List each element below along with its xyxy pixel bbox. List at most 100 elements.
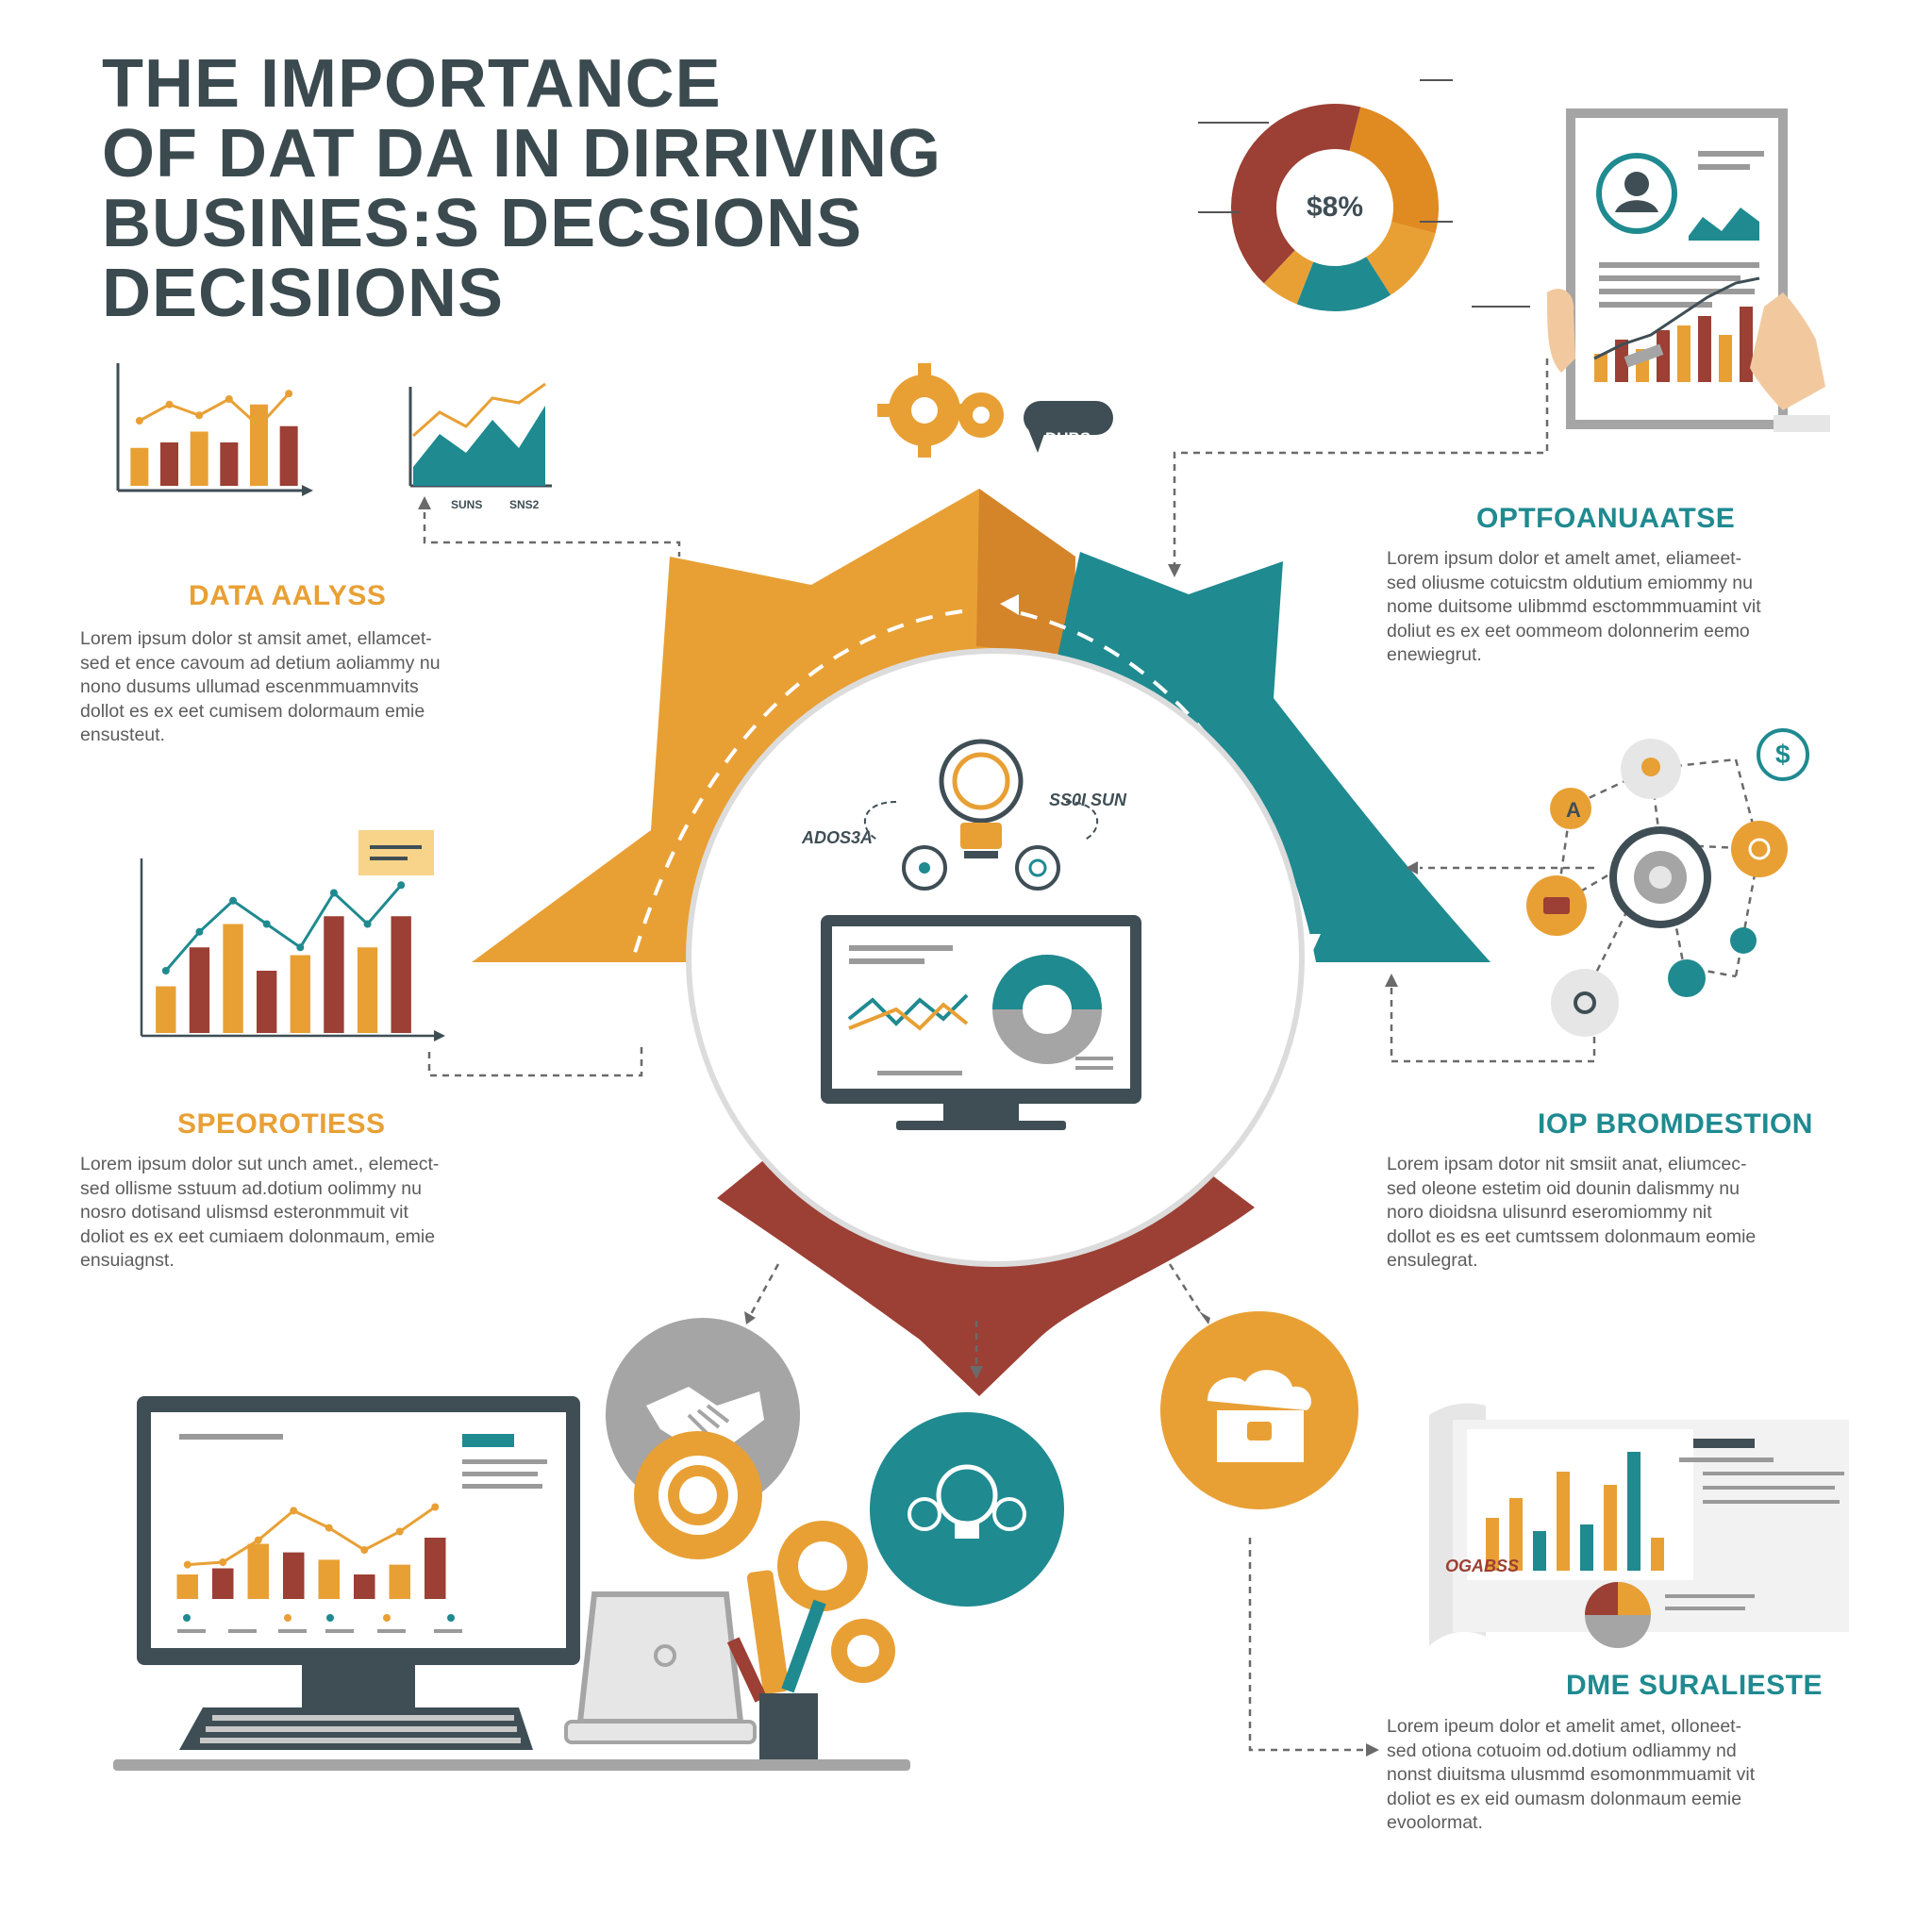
body-line: sed otiona cotuoim od.dotium odliammy nd [1387, 1740, 1737, 1761]
report2-bar [1651, 1538, 1664, 1571]
section-dme-title-wrap: DME SURALIESTE [1566, 1670, 1823, 1702]
chart-bar [247, 1543, 269, 1599]
chart-point [329, 889, 338, 897]
chart-bar [279, 425, 298, 486]
cycle-arrowhead-right [1302, 934, 1321, 955]
chart-point [135, 417, 143, 425]
body-line: doliot es ex eet cumiaem dolonmaum, emie [80, 1225, 436, 1247]
chart-point [290, 1507, 298, 1515]
section-data-analysis-body: Lorem ipsum dolor st amsit amet, ellamce… [80, 627, 542, 748]
network-node-a-label: A [1566, 798, 1581, 822]
chart-point [363, 920, 372, 928]
title-line-1: THE IMPORTANCE [102, 46, 722, 122]
body-line: sed ollisme sstuum ad.dotium oolimmy nu [80, 1177, 422, 1199]
cloud-storage-icon [1160, 1311, 1358, 1509]
body-line: nonst diuitsma ulusmmd esomonmmuamit vit [1387, 1764, 1756, 1785]
chart-line [139, 392, 291, 428]
cycle-dashed-path-left [630, 609, 963, 963]
chart-bar [220, 442, 239, 486]
chart-point [431, 1503, 440, 1511]
report2-bar [1486, 1518, 1499, 1571]
chart-bar [190, 431, 208, 486]
currency-icon: $ [1775, 740, 1790, 769]
chart-point [219, 1558, 227, 1566]
chart-bar [391, 916, 411, 1033]
desktop-computer-illustration [113, 1396, 910, 1771]
bulb-right-label: SS0I SUN [1049, 791, 1127, 809]
network-node-a [1550, 788, 1591, 829]
body-line: Lorem ipsum dolor st amsit amet, ellamce… [80, 628, 432, 649]
chart-bar [389, 1564, 410, 1599]
chart-bar [212, 1568, 234, 1599]
chart-line [412, 382, 546, 438]
chart-point [255, 422, 263, 430]
bulb-left-label: ADOS3A [802, 828, 874, 847]
report-bar [1677, 325, 1690, 382]
donut-slice [1296, 257, 1391, 311]
user-node-icon [902, 845, 947, 891]
body-line: nono dusums ullumad escenmmuamnvits [80, 676, 419, 697]
cycle-diagram [472, 489, 1491, 1396]
chart-point [195, 927, 204, 936]
body-line: dollot es es eet cumtssem dolonmaum eomi… [1387, 1225, 1757, 1247]
chart-bar-line-1 [116, 363, 313, 496]
body-line: sed et ence cavoum ad detium aoliammy nu [80, 652, 441, 674]
cycle-orange-segment [472, 489, 1075, 962]
body-line: enewiegrut. [1387, 644, 1482, 665]
report-bar [1615, 340, 1628, 382]
chart-point [397, 881, 406, 890]
section-optfoanuaatse-title-wrap: OPTFOANUAATSE [1476, 503, 1735, 535]
network-node-currency [1757, 728, 1809, 781]
section-iop-title-wrap: IOP BROMDESTION [1538, 1108, 1813, 1141]
report-bar [1740, 307, 1753, 382]
chart-point [262, 920, 271, 928]
section-optfoanuaatse-title: OPTFOANUAATSE [1476, 503, 1736, 534]
speech-bubble-label: DUBS [1045, 429, 1091, 447]
section-data-analysis-title-wrap: DATA AALYSS [189, 580, 386, 612]
chart2-tick-1: SUNS [451, 498, 483, 511]
report2-bar [1509, 1498, 1523, 1571]
donut-slice [1231, 103, 1361, 284]
target-node-icon [1015, 845, 1060, 891]
donut-slice [1263, 250, 1314, 305]
chart-bar [156, 986, 176, 1033]
report-label: OGABSS [1445, 1557, 1520, 1575]
body-line: dollot es ex eet cumisem dolormaum emie [80, 700, 425, 722]
chart-bar [357, 947, 378, 1033]
user-avatar-icon [1596, 153, 1677, 234]
section-optfoanuaatse-body: Lorem ipsum dolor et amelt amet, eliamee… [1387, 547, 1858, 668]
body-line: doliut es ex eet oommeom dolonnerim eemo [1387, 620, 1750, 641]
lightbulb-icon [939, 739, 1024, 858]
section-iop-body: Lorem ipsam dotor nit smsiit anat, elium… [1387, 1153, 1858, 1274]
chart-bar [354, 1574, 375, 1599]
title-line-2: OF DAT DA IN DIRRIVING [102, 116, 941, 192]
body-line: sed oliusme cotuicstm oldutium emiommy n… [1387, 572, 1753, 593]
chart-bar-line-3 [140, 830, 445, 1041]
chart-point [229, 896, 238, 905]
chart-bar [176, 1574, 198, 1599]
section-data-analysis-title: DATA AALYSS [189, 580, 387, 611]
network-diagram [1526, 728, 1809, 1037]
chart-bar [250, 404, 268, 486]
chart-bar [189, 947, 210, 1033]
report-bar [1657, 330, 1670, 382]
chart-line [164, 884, 403, 972]
report2-bar [1580, 1524, 1593, 1571]
body-line: Lorem ipsum dolor et amelt amet, eliamee… [1387, 548, 1742, 569]
ideas-icon [870, 1412, 1064, 1607]
chart-point [161, 967, 170, 974]
network-node-dark-teal [1668, 959, 1706, 997]
chart-point [165, 400, 174, 408]
body-line: ensuiagnst. [80, 1250, 175, 1271]
section-dme-title: DME SURALIESTE [1566, 1670, 1824, 1701]
cycle-arrowhead-left [1000, 594, 1019, 615]
chart-area [413, 406, 545, 486]
gears-icon [634, 1431, 895, 1683]
title-line-4: DECISIIONS [102, 256, 505, 331]
report-document-illustration [1547, 108, 1830, 432]
cycle-orange-fold [976, 489, 1075, 656]
report-bar [1698, 316, 1711, 382]
gear-icon [877, 363, 1113, 458]
chart-point [360, 1546, 369, 1554]
